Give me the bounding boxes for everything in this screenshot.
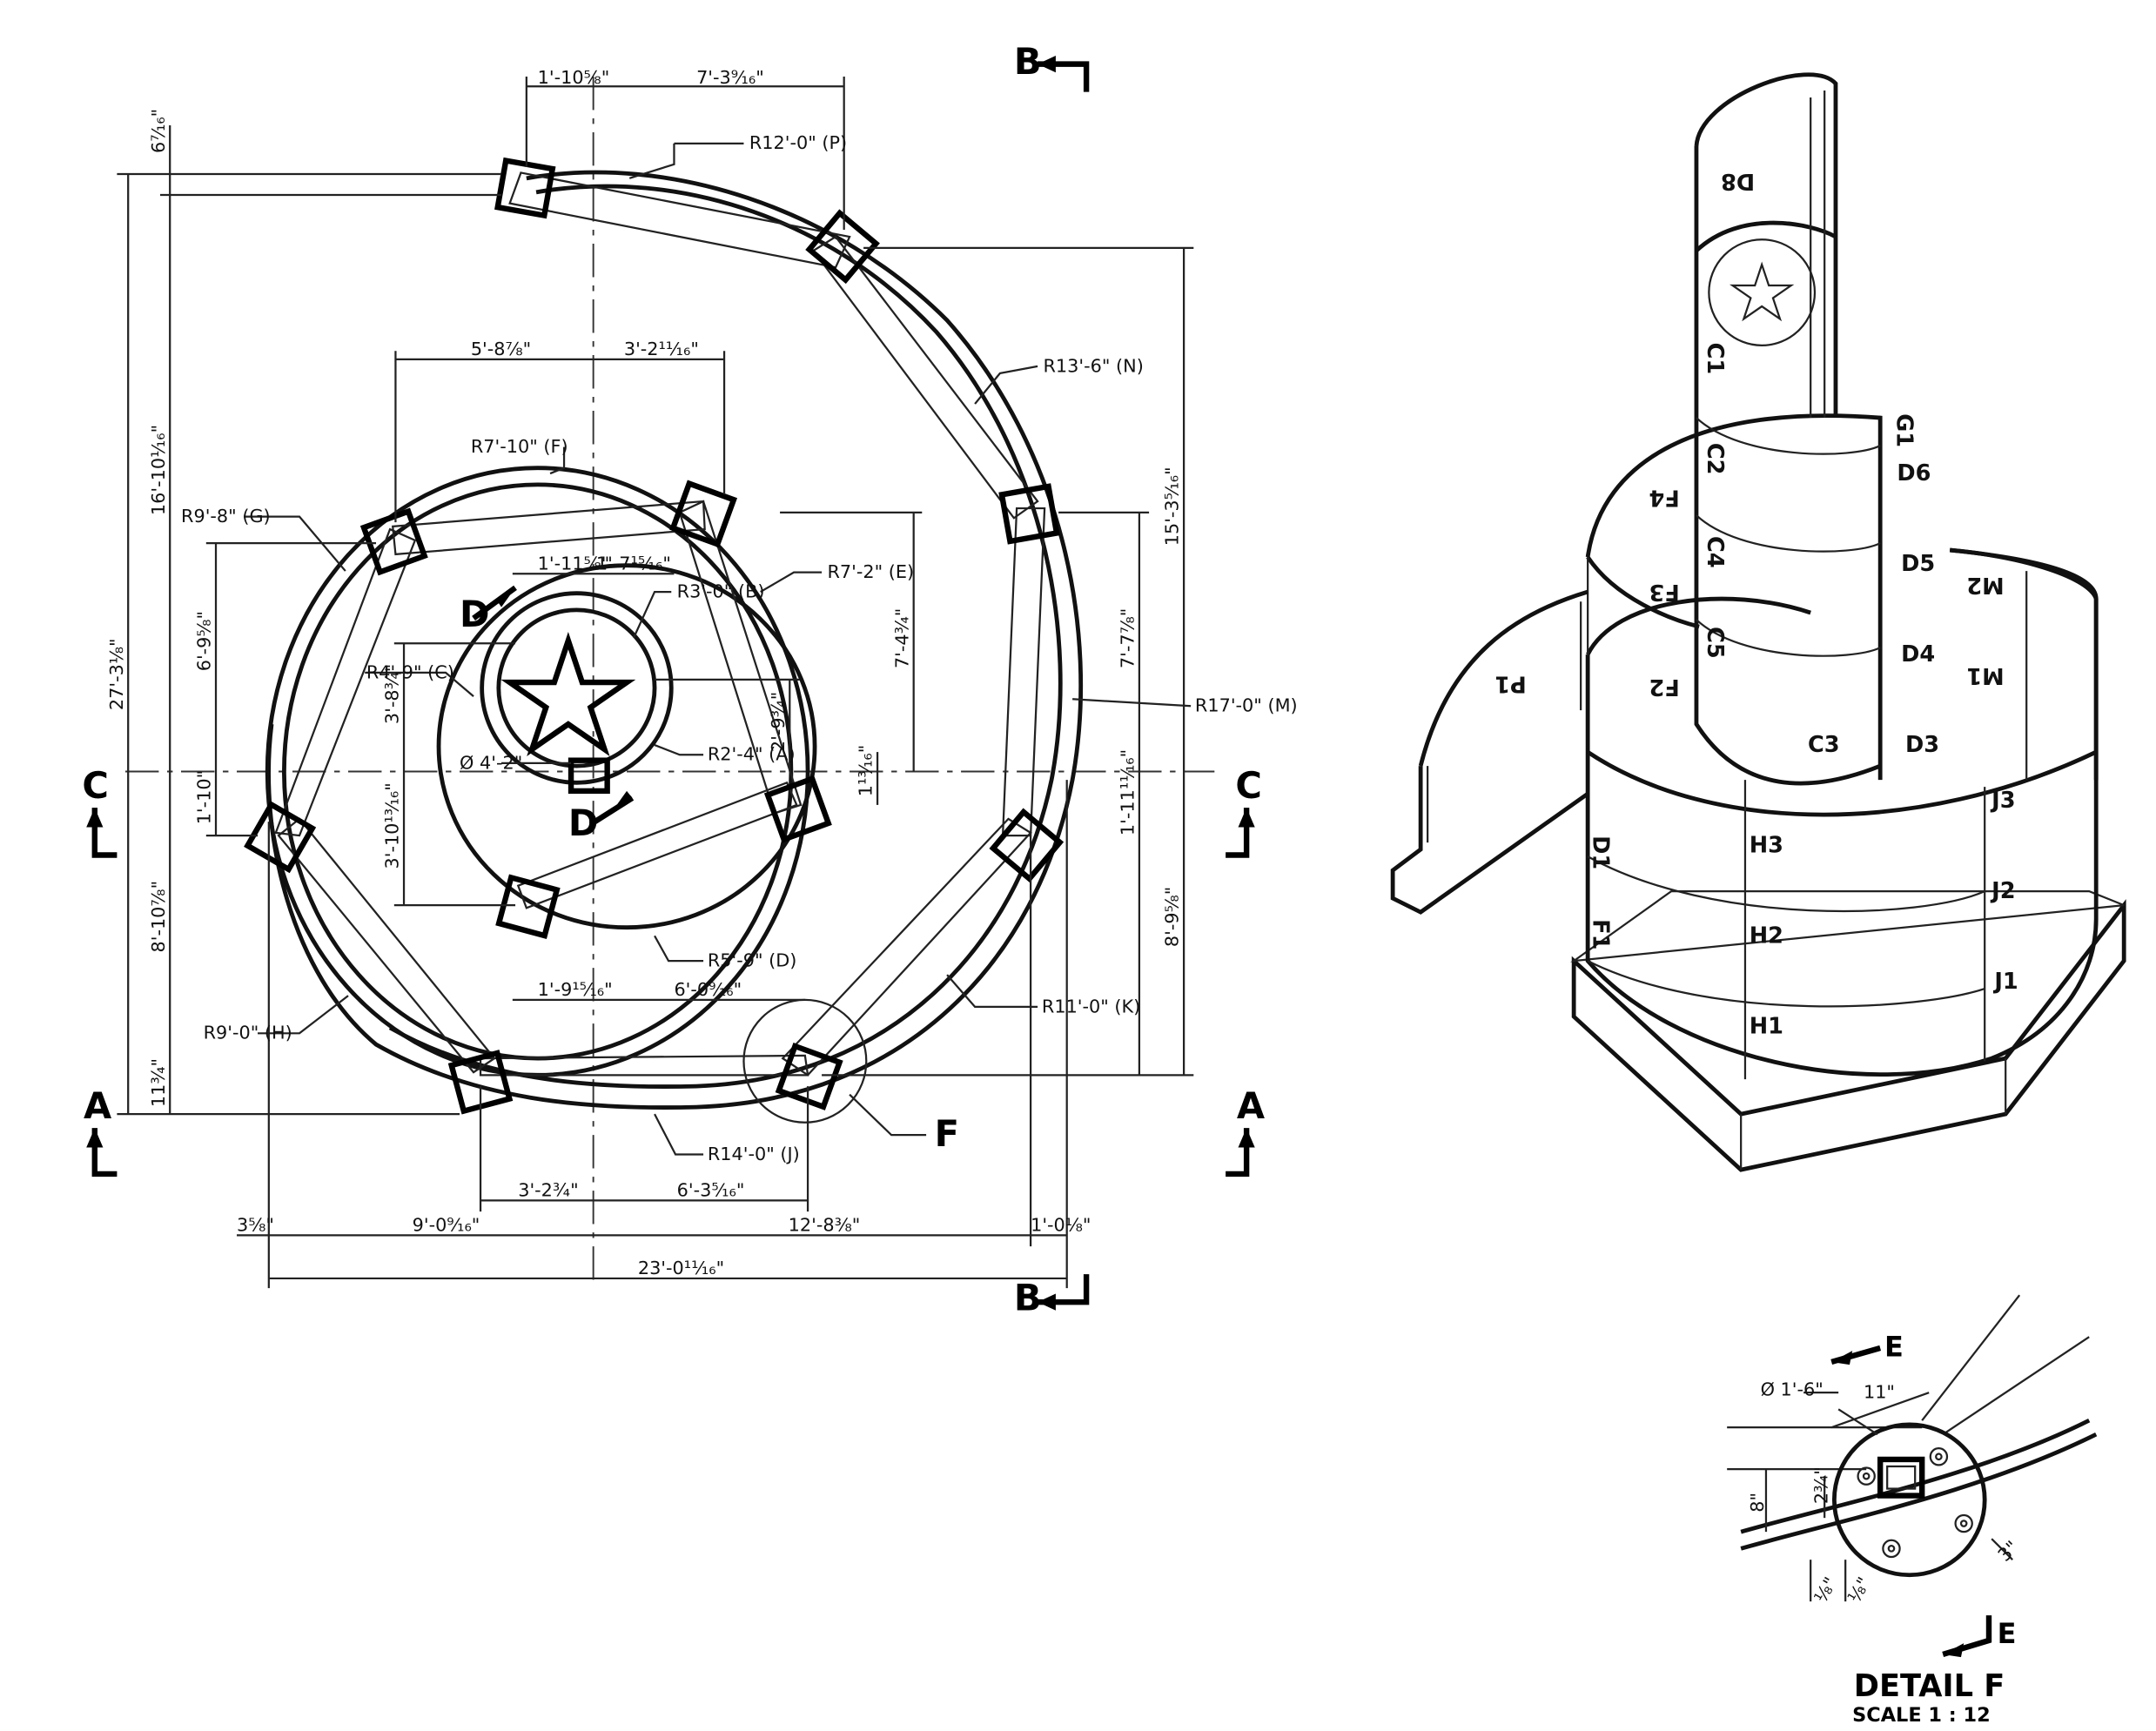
vdim-2: 27'-3⅛" (106, 638, 127, 710)
vdim-3: 16'-10¹⁄₁₆" (148, 425, 169, 515)
radius-f: R7'-10" (F) (471, 436, 568, 457)
dim-12: 12'-8⅜" (789, 1215, 861, 1236)
radius-m: R17'-0" (M) (1195, 695, 1298, 716)
isometric-view (1390, 72, 2126, 1172)
dim-10: 6'-3⁵⁄₁₆" (677, 1180, 745, 1201)
dim-3: 5'-8⅞" (471, 339, 531, 359)
detail-dim-3: 3" (1994, 1537, 2023, 1566)
dim-7: 1'-9¹⁵⁄₁₆" (538, 979, 613, 1000)
detail-dim-11: 11" (1864, 1382, 1895, 1403)
detail-title: DETAIL F (1854, 1668, 2005, 1704)
vdim-10: 7'-4¾" (891, 608, 912, 668)
dim-4: 3'-2¹¹⁄₁₆" (624, 339, 699, 359)
radius-c: R4'-9" (C) (366, 661, 454, 682)
vdim-1: 6⁷⁄₁₆" (148, 109, 169, 153)
detail-scale: SCALE 1 : 12 (1852, 1704, 1991, 1727)
panel-d6: D6 (1897, 460, 1931, 486)
panel-m2: M2 (1966, 572, 2004, 598)
isometric-panel-labels: D8 C1 C2 C3 C4 C5 D6 D5 D4 D3 F4 F3 F2 P… (1494, 168, 2018, 1039)
panel-p1: P1 (1494, 671, 1527, 697)
vdim-16: 8'-9⅝" (1162, 887, 1183, 947)
radius-n: R13'-6" (N) (1043, 355, 1143, 376)
dim-13: 1'-0⅛" (1031, 1215, 1091, 1236)
vdim-9: 3'-10¹³⁄₁₆" (382, 782, 403, 869)
panel-j1: J1 (1992, 969, 2018, 995)
dim-2: 7'-3⁹⁄₁₆" (696, 67, 764, 88)
vdim-8: 3'-8¾" (382, 664, 403, 724)
dim-11: 9'-0⁹⁄₁₆" (413, 1215, 480, 1236)
radius-h: R9'-0" (H) (204, 1023, 292, 1043)
radius-j: R14'-0" (J) (708, 1144, 800, 1164)
vdim-6: 6'-9⅝" (194, 611, 215, 671)
dim-5: 1'-11⅝" (538, 553, 610, 574)
panel-f2: F2 (1649, 674, 1679, 700)
radius-a: R2'-4" (A) (708, 744, 796, 765)
panel-f4: F4 (1649, 484, 1679, 510)
panel-j2: J2 (1990, 878, 2015, 904)
detail-f-callout: F (935, 1112, 959, 1155)
panel-c1: C1 (1702, 343, 1728, 375)
section-d-top: D (460, 593, 490, 635)
vdim-14: 7'-7⅞" (1118, 608, 1138, 668)
detail-dim-8: 8" (1747, 1493, 1768, 1513)
panel-g1: G1 (1891, 413, 1917, 447)
dim-1: 1'-10⅝" (538, 67, 610, 88)
panel-j3: J3 (1990, 788, 2015, 814)
detail-dim-234: 2¾" (1810, 1466, 1831, 1504)
panel-c3: C3 (1808, 732, 1840, 758)
detail-dim-18b: ⅛" (1844, 1573, 1875, 1607)
panel-m1: M1 (1966, 662, 2004, 688)
dim-9: 3'-2¾" (518, 1180, 578, 1201)
dim-15: 3⅝" (237, 1215, 274, 1236)
panel-f3: F3 (1649, 579, 1679, 605)
detail-f (1727, 1294, 2098, 1658)
section-c-right: C (1235, 764, 1262, 807)
panel-d4: D4 (1901, 641, 1935, 668)
radius-e: R7'-2" (E) (827, 561, 914, 582)
section-c-left: C (82, 764, 109, 807)
plan-dimension-text: 1'-10⅝" 7'-3⁹⁄₁₆" 5'-8⅞" 3'-2¹¹⁄₁₆" 1'-1… (82, 40, 1297, 1319)
plan-view (86, 56, 1255, 1311)
panel-h1: H1 (1750, 1013, 1783, 1039)
radius-d: R5'-9" (D) (708, 950, 797, 971)
panel-c2: C2 (1702, 443, 1728, 475)
vdim-12: 1¹³⁄₁₆" (856, 745, 877, 797)
panel-c4: C4 (1702, 536, 1728, 568)
section-b-top: B (1014, 40, 1042, 83)
section-a-left: A (84, 1084, 111, 1127)
panel-d3: D3 (1905, 732, 1939, 758)
vdim-15: 1'-11¹¹⁄₁₆" (1118, 749, 1138, 835)
vdim-11: 2'-9¾" (768, 692, 789, 752)
panel-h2: H2 (1750, 923, 1783, 949)
radius-p: R12'-0" (P) (749, 132, 847, 153)
detail-section-e-top: E (1884, 1331, 1904, 1364)
panel-c5: C5 (1702, 627, 1728, 659)
vdim-13: 15'-3⁵⁄₁₆" (1162, 466, 1183, 546)
section-b-bottom: B (1014, 1277, 1042, 1319)
detail-dim-18a: ⅛" (1810, 1573, 1842, 1607)
panel-d5: D5 (1901, 551, 1935, 577)
panel-d8: D8 (1721, 168, 1755, 194)
dim-14: 23'-0¹¹⁄₁₆" (638, 1258, 724, 1278)
section-a-right: A (1237, 1084, 1265, 1127)
radius-g: R9'-8" (G) (181, 506, 271, 527)
detail-diameter: Ø 1'-6" (1761, 1379, 1824, 1399)
radius-b: R3'-0" (B) (677, 580, 765, 601)
panel-h3: H3 (1750, 832, 1783, 858)
vdim-7: 1'-10" (194, 770, 215, 824)
panel-f1: F1 (1588, 919, 1614, 949)
panel-d1: D1 (1588, 835, 1614, 869)
detail-section-e-bottom: E (1998, 1617, 2017, 1650)
radius-k: R11'-0" (K) (1042, 996, 1140, 1016)
dim-6: 1'-7¹⁵⁄₁₆" (596, 553, 671, 574)
vdim-4: 8'-10⅞" (148, 881, 169, 953)
section-d-bottom: D (568, 802, 599, 844)
diameter: Ø 4'-2" (460, 752, 522, 773)
vdim-5: 11¾" (148, 1058, 169, 1107)
dim-8: 6'-0⁹⁄₁₆" (674, 979, 742, 1000)
